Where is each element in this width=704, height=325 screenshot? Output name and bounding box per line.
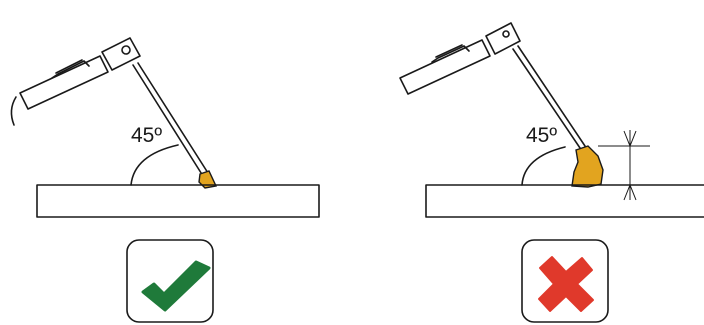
bead-height-indicator [598, 130, 650, 201]
weld-bead-right [571, 145, 604, 188]
angle-arc-right [521, 146, 566, 186]
cross-mark-icon [538, 256, 594, 312]
panel-incorrect: 45º [399, 22, 704, 323]
result-box-incorrect [521, 239, 609, 323]
check-mark-icon [141, 260, 211, 312]
electrode-holder-left [10, 37, 141, 126]
angle-arc-left [130, 144, 179, 186]
angle-label-right: 45º [526, 124, 557, 147]
weld-bead-left [198, 170, 218, 189]
panel-correct: 45º [10, 37, 320, 323]
workpiece-right [425, 184, 704, 218]
workpiece-left [36, 184, 320, 218]
electrode-holder-right [399, 22, 521, 95]
angle-label-left: 45º [131, 124, 162, 147]
electrode-rod-left [132, 62, 209, 177]
result-box-correct [126, 239, 214, 323]
electrode-rod-right [512, 45, 586, 149]
